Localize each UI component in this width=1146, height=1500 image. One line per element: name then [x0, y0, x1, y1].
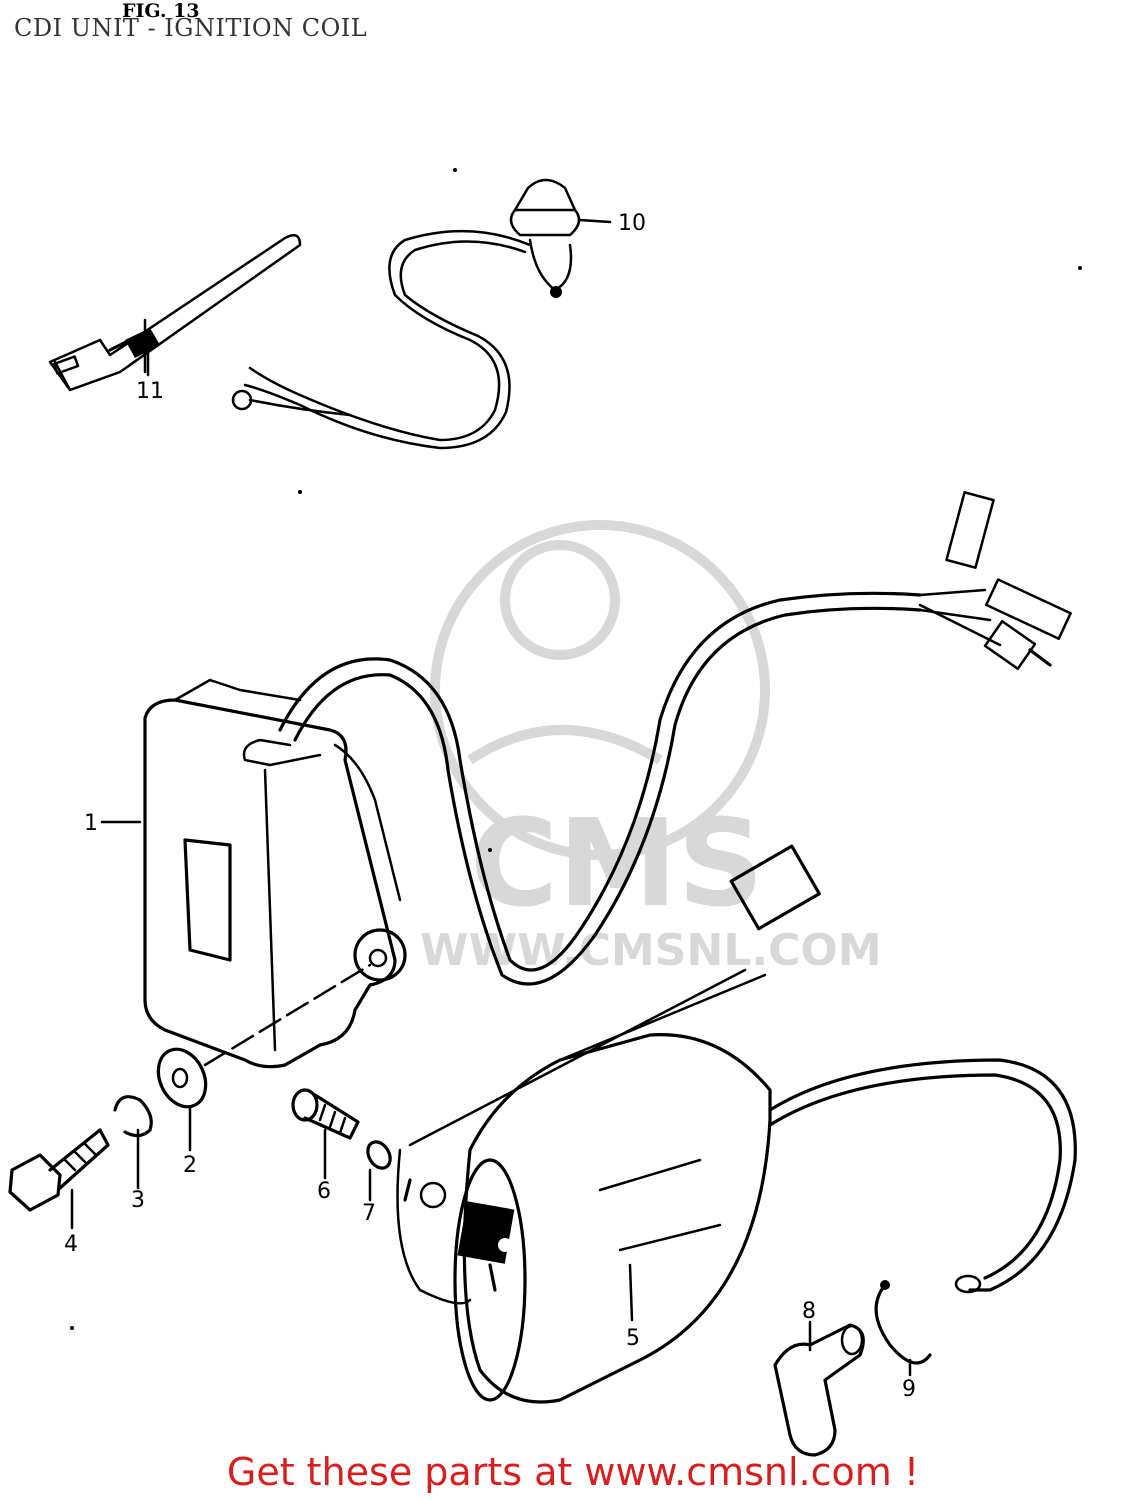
- part-1-cdi-unit: [143, 678, 407, 1069]
- part-6-screw: [291, 1088, 360, 1140]
- part-5-ignition-coil: [396, 844, 1077, 1404]
- callout-3: 3: [131, 1188, 145, 1213]
- callout-4: 4: [64, 1232, 78, 1257]
- part-10-switch: [231, 178, 612, 450]
- callout-7: 7: [362, 1201, 376, 1226]
- footer-shop-link[interactable]: Get these parts at www.cmsnl.com !: [226, 1450, 920, 1494]
- part-4-bolt: [8, 1128, 110, 1212]
- callout-labels: 1 2 3 4 5 6 7 8 9 10 11: [64, 211, 916, 1402]
- watermark-url-text: WWW.CMSNL.COM: [420, 925, 882, 976]
- callout-6: 6: [317, 1179, 331, 1204]
- callout-leaders: [70, 338, 912, 1377]
- cdi-wire-harness: [278, 491, 1072, 986]
- figure-number: FIG. 13: [122, 0, 200, 22]
- callout-9: 9: [902, 1377, 916, 1402]
- callout-11: 11: [136, 379, 164, 404]
- callout-1: 1: [84, 811, 98, 836]
- part-8-plug-cap: [773, 1323, 865, 1457]
- callout-8: 8: [802, 1299, 816, 1324]
- page-title: CDI UNIT - IGNITION COIL: [14, 14, 368, 42]
- part-11-cable-tie: [48, 233, 302, 392]
- part-9-clip: [874, 1280, 932, 1365]
- cmsnl-watermark-logo: CMS WWW.CMSNL.COM: [420, 520, 882, 976]
- part-7-washer: [366, 1140, 392, 1170]
- callout-5: 5: [626, 1326, 640, 1351]
- callout-10: 10: [618, 211, 646, 236]
- part-3-lock-washer: [113, 1095, 153, 1138]
- callout-2: 2: [183, 1153, 197, 1178]
- part-2-washer: [156, 963, 372, 1109]
